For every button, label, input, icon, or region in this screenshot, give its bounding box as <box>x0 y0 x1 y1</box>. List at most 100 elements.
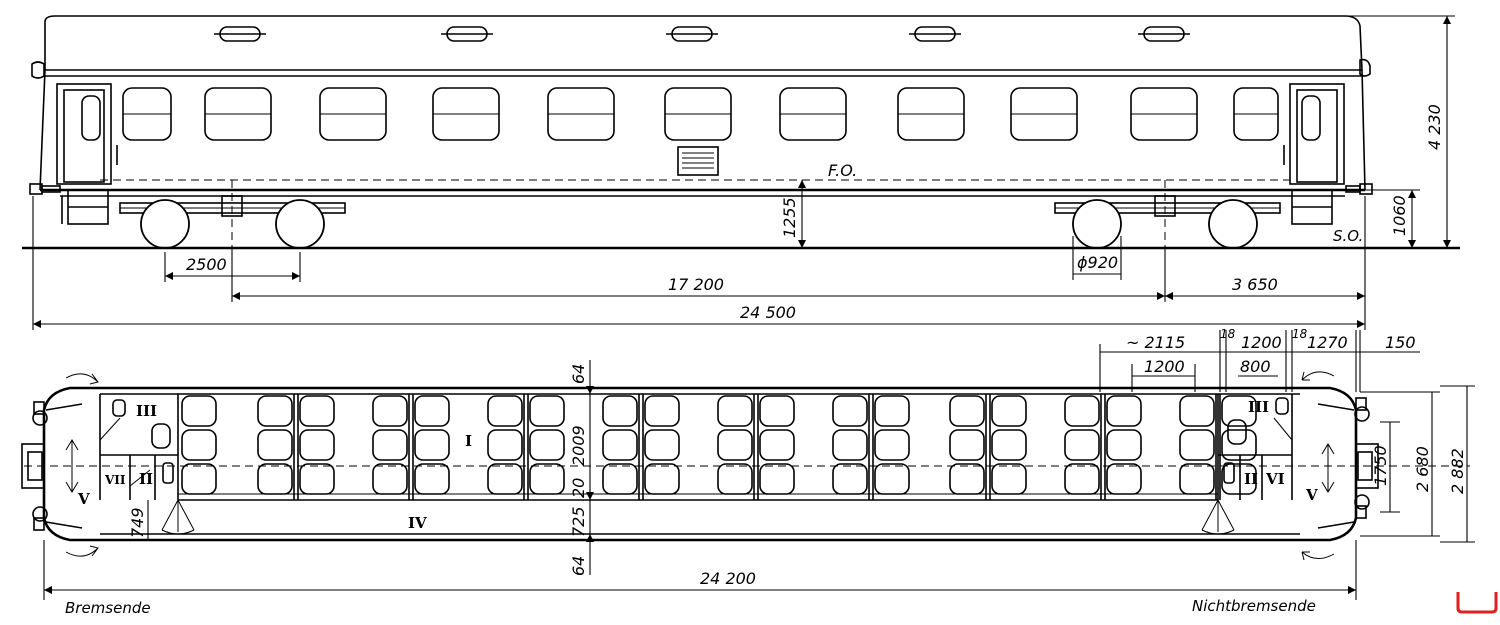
side-window <box>204 87 272 141</box>
side-window <box>664 87 732 141</box>
side-window <box>319 87 387 141</box>
seat-bays <box>181 394 1257 500</box>
dim-749: 749 <box>128 500 149 540</box>
buffer-right <box>1345 183 1373 195</box>
svg-text:20: 20 <box>569 478 588 498</box>
svg-text:150: 150 <box>1385 333 1416 352</box>
svg-text:2 680: 2 680 <box>1413 446 1432 492</box>
svg-text:18: 18 <box>1292 327 1308 341</box>
svg-text:1750: 1750 <box>1371 445 1390 486</box>
body-end-right <box>1361 69 1366 191</box>
gangway-right <box>1301 371 1379 561</box>
svg-text:4 230: 4 230 <box>1425 104 1444 150</box>
side-window <box>432 87 500 141</box>
svg-text:1255: 1255 <box>780 197 799 238</box>
svg-text:1200: 1200 <box>1144 357 1185 376</box>
seat-bay <box>487 394 565 500</box>
svg-text:24 500: 24 500 <box>740 303 796 322</box>
left-end-rooms: III II VII V <box>45 394 195 535</box>
svg-text:64: 64 <box>569 556 588 576</box>
room-II-left: II <box>139 470 153 488</box>
dim-top-chain: ~ 2115 18 1200 18 1270 150 1200 800 <box>1099 327 1420 392</box>
roof-cap-left <box>31 61 45 79</box>
room-IV: IV <box>408 514 427 532</box>
room-VI: VI <box>1265 470 1285 488</box>
steps-right <box>1291 189 1333 225</box>
svg-text:1270: 1270 <box>1307 333 1348 352</box>
svg-text:ϕ920: ϕ920 <box>1077 253 1118 272</box>
wheel-right-2 <box>1208 199 1258 249</box>
wheel-right-1 <box>1072 199 1122 249</box>
roof-vent <box>666 26 718 42</box>
side-window <box>122 87 172 141</box>
dim-buffer-height: 1060 <box>1360 189 1420 248</box>
seat-bay <box>602 394 680 500</box>
bogie-left <box>119 180 346 250</box>
svg-text:2500: 2500 <box>186 255 227 274</box>
room-II-right: II <box>1244 470 1258 488</box>
seat-bay <box>832 394 910 500</box>
svg-text:~ 2115: ~ 2115 <box>1126 333 1185 352</box>
plan-view: III II VII V III II VI V <box>21 327 1475 617</box>
side-window <box>547 87 615 141</box>
svg-text:18: 18 <box>1220 327 1236 341</box>
side-window <box>1233 87 1279 141</box>
gangway-left <box>21 373 99 557</box>
roof-vent <box>909 26 961 42</box>
seat-bay <box>1179 394 1257 500</box>
roof-vent <box>441 26 493 42</box>
dim-bogie-centers: 17 200 3 650 <box>231 196 1366 330</box>
dim-length-over-buffers: 24 500 <box>32 196 1365 330</box>
dim-wheel-diameter: ϕ920 <box>1072 236 1122 280</box>
svg-text:2009: 2009 <box>569 425 588 466</box>
wheel-left-1 <box>140 199 190 249</box>
label-fo: F.O. <box>828 161 857 180</box>
label-so: S.O. <box>1333 227 1363 245</box>
plan-outline <box>42 386 1358 542</box>
room-III-left: III <box>136 402 157 420</box>
buffer-left <box>29 183 61 195</box>
svg-text:64: 64 <box>569 364 588 384</box>
room-V-right: V <box>1305 486 1318 504</box>
corner-mark-icon <box>1456 592 1498 614</box>
side-windows <box>122 87 1279 141</box>
room-III-right: III <box>1248 398 1269 416</box>
door-left <box>56 83 118 185</box>
seat-bay <box>717 394 795 500</box>
svg-text:3 650: 3 650 <box>1232 275 1278 294</box>
room-I: I <box>465 432 472 450</box>
svg-text:1060: 1060 <box>1390 195 1409 236</box>
svg-text:24 200: 24 200 <box>700 569 756 588</box>
bogie-right <box>1054 180 1281 250</box>
dim-width-stack: 64 2009 20 725 64 <box>569 360 594 576</box>
side-elevation: F.O. <box>22 15 1460 330</box>
seat-bay <box>372 394 450 500</box>
dim-right-widths: 1750 2 680 2 882 <box>1360 385 1475 543</box>
svg-text:749: 749 <box>128 507 147 538</box>
side-window <box>779 87 847 141</box>
seat-bay <box>257 394 335 500</box>
body-end-left <box>39 69 46 191</box>
steps-left <box>61 189 109 225</box>
grille-box <box>677 146 719 176</box>
side-window <box>897 87 965 141</box>
wheel-left-2 <box>275 199 325 249</box>
dim-floor-height: 1255 <box>780 180 806 248</box>
seat-bay <box>1064 394 1142 500</box>
label-nichtbremsende: Nichtbremsende <box>1192 597 1316 615</box>
svg-text:800: 800 <box>1240 357 1271 376</box>
label-bremsende: Bremsende <box>65 599 151 617</box>
svg-text:17 200: 17 200 <box>668 275 724 294</box>
roof-vent <box>1138 26 1190 42</box>
room-V-left: V <box>77 490 90 508</box>
seat-bay <box>949 394 1027 500</box>
svg-text:2 882: 2 882 <box>1448 448 1467 494</box>
dim-total-height: 4 230 <box>1345 15 1455 248</box>
room-VII: VII <box>104 473 126 487</box>
svg-text:725: 725 <box>569 506 588 537</box>
side-window <box>1130 87 1198 141</box>
svg-text:1200: 1200 <box>1241 333 1282 352</box>
seat-bay-first <box>181 395 217 495</box>
car-roof <box>44 15 1363 71</box>
